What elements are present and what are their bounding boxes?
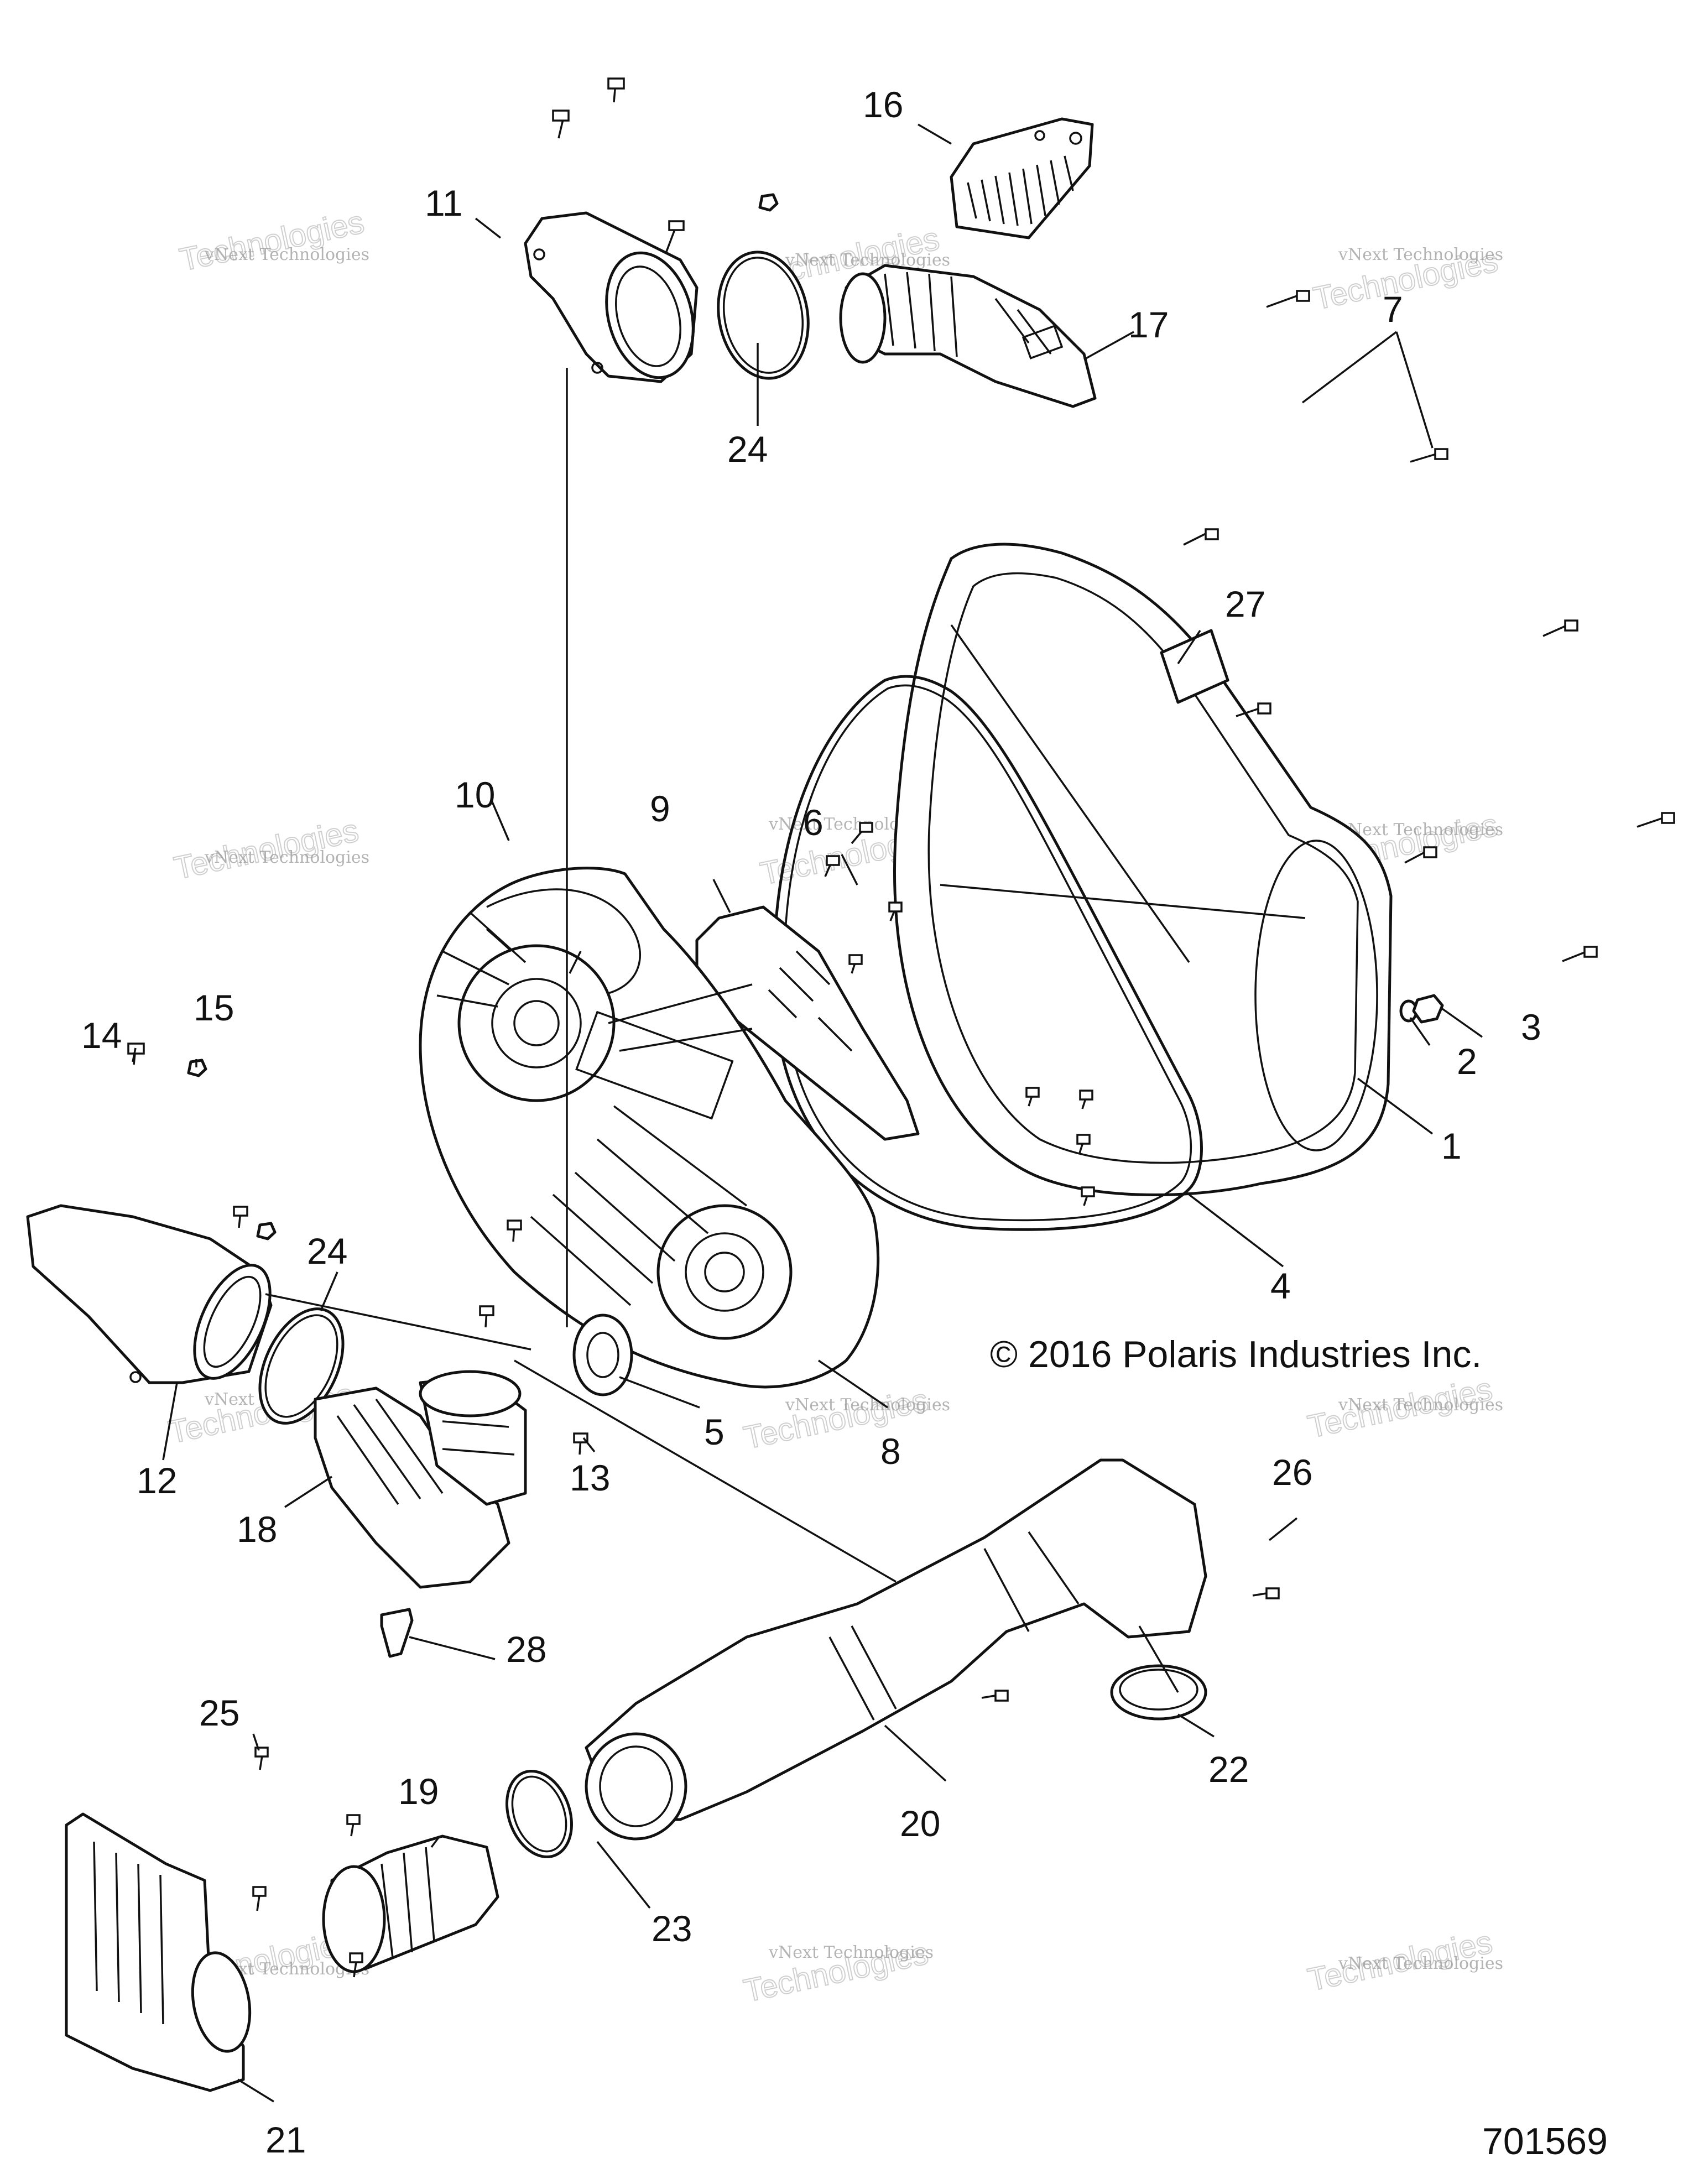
watermark-mid-left: Technologies vNext Technologies	[170, 812, 369, 887]
watermark-company: vNext Technologies	[1338, 820, 1503, 840]
part-22-grommet	[1110, 1664, 1207, 1721]
callout-15: 15	[194, 987, 234, 1028]
fastener-group	[127, 77, 1675, 1978]
callout-12: 12	[137, 1460, 177, 1501]
figure-number: 701569	[1482, 2120, 1608, 2162]
callout-27: 27	[1225, 583, 1265, 624]
watermark-low-right: Technologies vNext Technologies	[1304, 1370, 1503, 1446]
watermark-company: vNext Technologies	[785, 1395, 950, 1415]
part-3-nut	[1412, 994, 1444, 1024]
callout-26: 26	[1272, 1452, 1312, 1493]
copyright-notice: © 2016 Polaris Industries Inc.	[990, 1333, 1482, 1375]
callout-1: 1	[1441, 1125, 1462, 1166]
part-28-push-rivet	[380, 1608, 414, 1658]
callout-4: 4	[1270, 1265, 1291, 1306]
callout-16: 16	[863, 84, 903, 125]
part-12-lower-intake-duct	[26, 1204, 273, 1384]
watermark-brand: Technologies	[741, 1382, 931, 1456]
callout-8: 8	[880, 1431, 901, 1472]
watermark-company: vNext Technologies	[1338, 1395, 1503, 1415]
watermark-company: vNext Technologies	[768, 1943, 934, 1962]
callout-22: 22	[1208, 1749, 1249, 1790]
part-11-upper-intake-duct	[524, 211, 699, 383]
watermark-company: vNext Technologies	[785, 251, 950, 270]
callout-20: 20	[900, 1803, 940, 1844]
watermark-bottom-center: Technologies vNext Technologies	[740, 1935, 934, 2010]
callout-23: 23	[652, 1908, 692, 1949]
callout-2: 2	[1457, 1041, 1477, 1082]
watermark-company: vNext Technologies	[204, 245, 369, 264]
callout-24-lower: 24	[307, 1231, 347, 1271]
watermark-low-center: Technologies vNext Technologies	[740, 1382, 950, 1457]
part-18-y-duct	[314, 1370, 527, 1589]
watermark-top-left: Technologies vNext Technologies	[176, 204, 369, 279]
callout-7: 7	[1383, 289, 1403, 330]
watermark-bottom-right: Technologies vNext Technologies	[1304, 1924, 1503, 1999]
part-1-outer-clutch-cover	[893, 543, 1393, 1196]
callout-6: 6	[803, 802, 824, 843]
watermark-company: vNext Technologies	[1338, 245, 1503, 264]
callout-3: 3	[1521, 1007, 1541, 1047]
callout-5: 5	[704, 1411, 725, 1452]
part-21-airbox-housing	[65, 1812, 252, 2092]
part-23-clamp	[505, 1770, 573, 1858]
part-4-seal	[772, 675, 1203, 1231]
callout-18: 18	[237, 1509, 277, 1550]
callout-10: 10	[455, 774, 495, 815]
callout-24-top: 24	[727, 429, 768, 470]
part-17-intake-boot	[839, 264, 1097, 408]
watermark-brand: Technologies	[176, 204, 367, 278]
part-20-long-duct	[585, 1458, 1207, 1841]
callout-21: 21	[265, 2119, 306, 2160]
callout-labels: 1 2 3 4 5 6 7 8 9 10 11 12 13 14 15 16 1…	[81, 84, 1541, 2160]
callout-17: 17	[1128, 304, 1169, 345]
part-10-inner-clutch-cover	[419, 867, 880, 1389]
callout-9: 9	[650, 788, 670, 829]
part-16-vent-grille	[950, 117, 1094, 239]
callout-11: 11	[425, 183, 463, 223]
part-24-clamp-top	[717, 251, 810, 380]
callout-28: 28	[506, 1629, 546, 1670]
watermark-top-right: Technologies vNext Technologies	[1310, 242, 1503, 317]
callout-25: 25	[199, 1692, 239, 1733]
watermark-company: vNext Technologies	[204, 848, 369, 867]
callout-13: 13	[570, 1457, 610, 1498]
callout-14: 14	[81, 1015, 122, 1056]
part-19-boot	[322, 1834, 499, 1973]
part-24-clamp-lower	[258, 1307, 345, 1425]
callout-19: 19	[398, 1771, 439, 1812]
watermark-company: vNext Technologies	[1338, 1954, 1503, 1973]
part-5-bearing-seal	[572, 1313, 633, 1396]
leader-lines	[132, 123, 1483, 2103]
